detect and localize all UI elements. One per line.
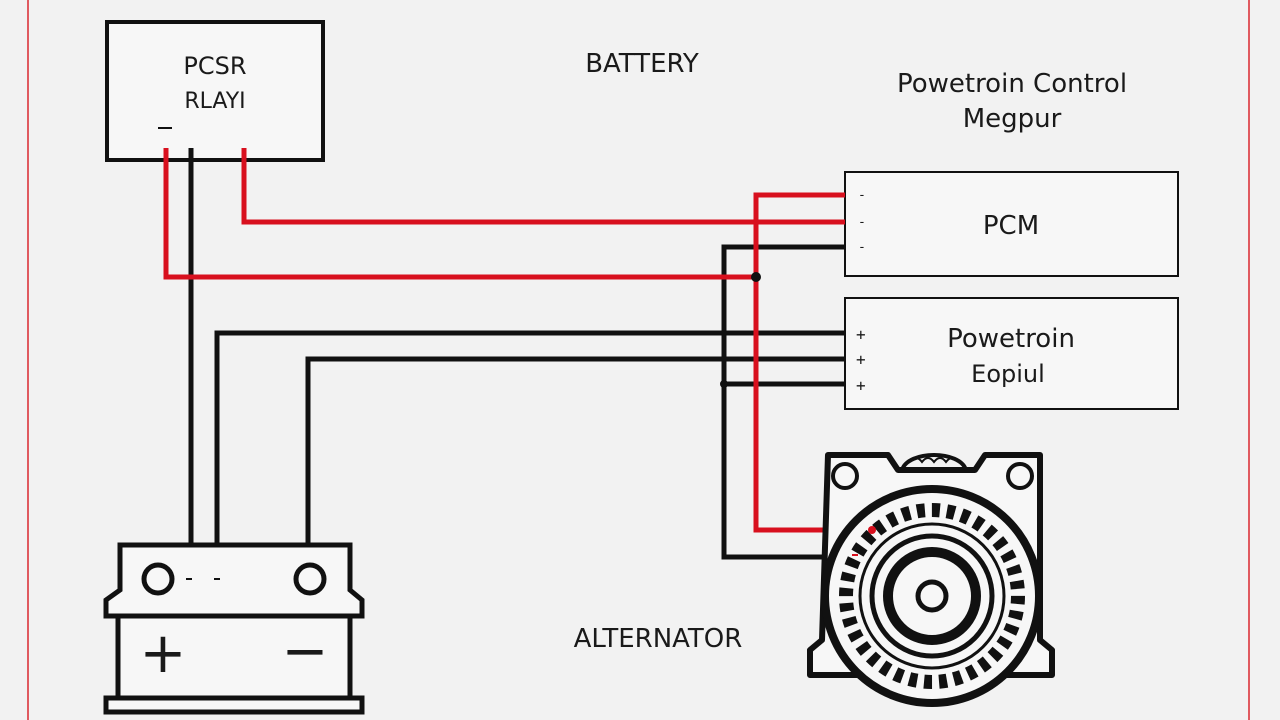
pcm-title-line2: Megpur [963,104,1062,134]
battery-terminal-positive [141,562,175,596]
wire-junction-dot-2 [720,380,728,388]
pcm-pin-3: - [858,240,866,255]
relay-label-line1: PCSR [183,52,246,80]
alternator-top-coil [900,453,968,471]
red-wire-relay-pcm-top [241,148,845,225]
alternator-rotor-outer [869,533,995,659]
alternator [807,452,1055,707]
battery-plus-sign: + [140,621,187,686]
wire-junction-dot [751,272,761,282]
black-wire-pcm-alternator [721,244,845,560]
alternator-rotor [883,547,981,645]
black-wire-battery-powertrain-1 [214,330,845,560]
pcm-title-line1: Powetroin Control [897,69,1127,99]
red-wires [163,148,872,533]
alternator-shaft [915,579,949,613]
black-wires [188,148,845,560]
battery-title: BATTERY [585,49,699,79]
red-wire-relay-junction [163,148,756,280]
alternator-coil-wave [909,457,959,464]
pcm-pin-2: - [858,215,866,230]
red-wire-pcm-alternator [753,192,872,533]
pcm-box: PCM - - - [844,171,1179,277]
pcm-box-label: PCM [983,211,1039,241]
battery [103,542,365,715]
battery-minus-sign: − [282,619,329,684]
alternator-mount-left [831,462,859,490]
alternator-mount-right [1006,462,1034,490]
pcm-pin-1: - [858,188,866,203]
relay-label-line2: RLAYI [184,89,245,114]
alternator-gear [839,503,1025,689]
black-wire-battery-powertrain-2 [305,356,845,560]
alternator-terminal [868,526,876,534]
relay-box: PCSR RLAYI [105,20,325,162]
powertrain-pin-3: + [856,376,866,395]
powertrain-label-line1: Powetroin [947,324,1075,354]
powertrain-box: Powetroin Eopiul + + + [844,297,1179,410]
powertrain-label-line2: Eopiul [971,360,1045,388]
battery-terminal-negative [293,562,327,596]
alternator-title: ALTERNATOR [574,624,743,654]
powertrain-pin-1: + [856,325,866,344]
powertrain-pin-2: + [856,350,866,369]
